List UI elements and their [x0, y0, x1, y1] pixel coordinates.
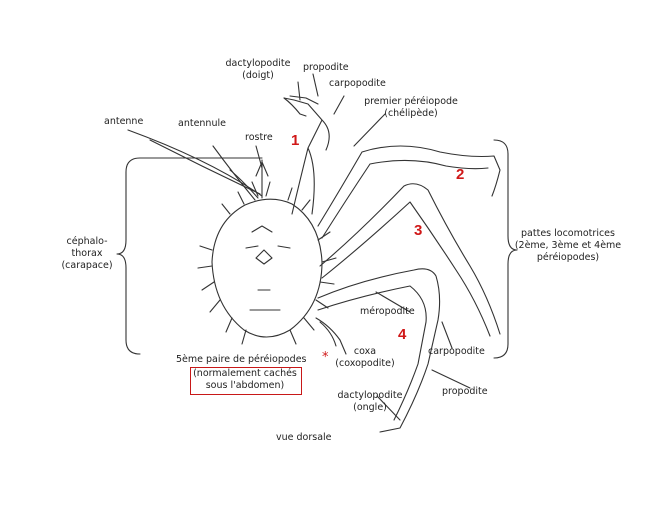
label-carpopodite-top: carpopodite: [329, 78, 386, 89]
label-thorax: thorax: [71, 248, 103, 259]
leg-1: [283, 97, 330, 215]
highlight-box: [190, 367, 302, 395]
label-pattes-3: péréiopodes): [536, 252, 600, 263]
red-star: *: [322, 350, 329, 365]
label-cinquieme-paire: 5ème paire de péréiopodes: [176, 354, 307, 365]
label-coxa: coxa: [353, 346, 377, 357]
label-rostre: rostre: [245, 132, 273, 143]
leg-3: [319, 183, 501, 337]
label-meropodite: méropodite: [360, 306, 415, 317]
label-normalement: (normalement cachés: [193, 368, 297, 379]
label-ongle: (ongle): [353, 402, 387, 413]
label-propodite-bottom: propodite: [442, 386, 488, 397]
left-brace: [116, 157, 141, 355]
number-1: 1: [291, 132, 300, 149]
antenna-left: [127, 129, 263, 197]
label-cephalo: céphalo-: [66, 236, 108, 247]
carapace: [211, 198, 323, 338]
label-coxopodite: (coxopodite): [335, 358, 395, 369]
label-dactylopodite-top: dactylopodite: [225, 58, 291, 69]
leg-5: [315, 317, 347, 355]
label-dactylopodite-bottom: dactylopodite: [337, 390, 403, 401]
right-brace: [493, 139, 518, 359]
label-doigt: (doigt): [242, 70, 274, 81]
label-propodite-top: propodite: [303, 62, 349, 73]
rostre: [251, 159, 271, 199]
label-vue-dorsale: vue dorsale: [276, 432, 332, 443]
leg-2: [317, 145, 501, 239]
number-4: 4: [398, 326, 407, 343]
leg-4: [317, 268, 441, 433]
label-pattes-1: pattes locomotrices: [521, 228, 615, 239]
label-antenne: antenne: [104, 116, 144, 127]
label-premier-pereiopode: premier péréiopode: [364, 96, 458, 107]
label-carpopodite-right: carpopodite: [428, 346, 485, 357]
label-sous-abdomen: sous l'abdomen): [205, 380, 285, 391]
number-2: 2: [456, 166, 465, 183]
label-chelipede: (chélipède): [384, 108, 438, 119]
label-pattes-2: (2ème, 3ème et 4ème: [514, 240, 622, 251]
number-3: 3: [414, 222, 423, 239]
label-antennule: antennule: [178, 118, 226, 129]
label-carapace: (carapace): [61, 260, 113, 271]
